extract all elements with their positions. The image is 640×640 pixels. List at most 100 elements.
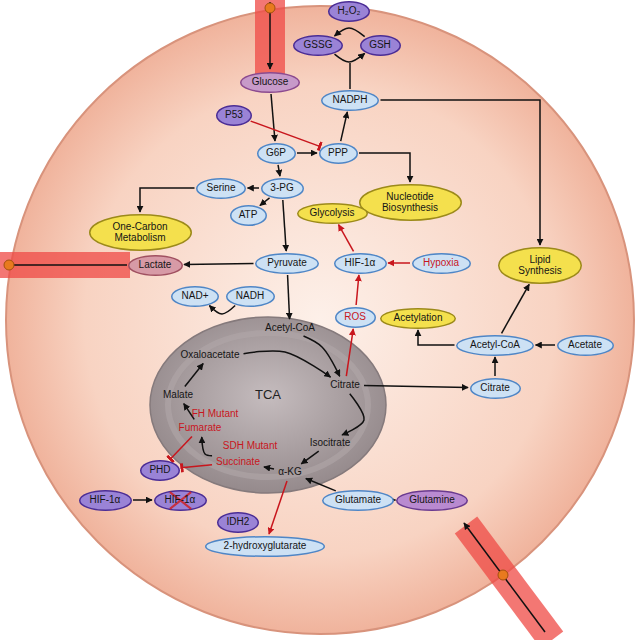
metabolite-oval: HIF-1α [334,253,387,274]
condition-oval: ROS [335,307,376,328]
pathway-arrow [301,451,318,464]
node-text: Acetate [568,339,602,351]
text-block: H₂O₂ [338,5,361,17]
metabolite-label: α-KG [276,465,304,479]
oval-shape [128,255,182,275]
node-text: Fumarate [179,422,222,434]
oval-shape [322,90,379,110]
oval-shape [297,203,367,223]
process-oval: Nucleotide Biosynthesis [359,184,462,221]
lactate-export-line [5,264,127,266]
node-text: G6P [266,147,286,159]
text-block: Acetyl-CoA [265,322,315,334]
pathway-arrow [335,28,365,37]
text-block: Acetate [568,339,602,351]
text-block: Lactate [139,259,172,271]
oval-shape [261,178,303,198]
text-block: Acetylation [394,312,443,324]
metabolite-label: Acetyl-CoA [263,321,318,335]
oval-shape [335,307,375,327]
text-block: G6P [266,147,286,159]
pathway-arrow [184,264,254,265]
node-text: Lipid Synthesis [513,254,568,277]
oval-shape [294,35,343,55]
node-text: Serine [207,182,236,194]
text-block: NAD+ [182,290,209,302]
metabolite-oval: 2-hydroxyglutarate [205,536,325,557]
pathway-arrow [359,153,410,182]
metabolite-oval: NADPH [321,90,379,111]
metabolite-oval: Citrate [470,378,521,399]
process-oval: One-Carbon Metabolism [89,214,192,251]
pathway-arrow [388,262,410,264]
node-text: Acetyl-CoA [470,339,520,351]
oval-shape [218,512,259,532]
text-block: Citrate [330,379,359,391]
node-text: Oxaloacetate [181,349,240,361]
oval-shape [557,335,613,355]
pathway-arrow [288,275,290,319]
node-text: One-Carbon Metabolism [105,221,175,244]
text-block: α-KG [278,466,302,478]
node-text: NADPH [332,94,367,106]
text-block: ATP [239,209,258,221]
node-text: Isocitrate [310,437,351,449]
mitochondrion [150,317,386,493]
node-text: Glycolysis [309,207,354,219]
metabolite-oval: NAD+ [171,286,219,307]
text-block: Glycolysis [309,207,354,219]
text-block: One-Carbon Metabolism [105,221,175,244]
mutant-label: FH Mutant [190,407,241,421]
mutant-label: Succinate [214,455,262,469]
transporter-dot [498,570,508,580]
node-text: Acetyl-CoA [265,322,315,334]
metabolite-oval: G6P [257,143,296,164]
metabolite-oval: PPP [319,143,358,164]
node-text: Glucose [252,76,289,88]
condition-oval: Hypoxia [412,253,471,274]
text-block: HIF-1α [165,494,196,506]
oval-shape [397,490,468,510]
node-text: Malate [163,389,193,401]
transporter-dot [265,3,275,13]
metabolite-oval: ATP [230,205,267,226]
metabolite-label: Oxaloacetate [179,348,242,362]
cell-membrane [6,6,634,634]
pathway-arrow [536,344,556,346]
mutant-label: SDH Mutant [221,439,280,453]
node-text: PPP [328,147,348,159]
text-block: Glutamine [409,494,455,506]
process-oval: Acetylation [380,308,456,329]
text-block: Lipid Synthesis [513,254,568,277]
pathway-arrow [243,351,330,377]
node-text: Hypoxia [423,257,459,269]
inhibition-line [181,465,212,468]
pathway-arrow [341,112,348,141]
node-text: Nucleotide Biosynthesis [375,191,445,214]
node-text: H₂O₂ [338,5,361,17]
oval-shape [230,205,266,225]
text-block: IDH2 [227,516,250,528]
text-block: P53 [225,109,243,121]
pathway-arrow [342,394,364,435]
oval-shape [359,184,461,220]
pathway-arrow [278,165,280,176]
protein-oval: P53 [216,105,252,126]
metabolite-label: Citrate [328,378,362,392]
transport-highlight [255,0,285,74]
node-text: NADH [236,290,264,302]
text-block: Malate [163,389,193,401]
node-text: Glutamate [335,494,381,506]
oval-shape [206,536,325,556]
node-text: TCA [255,388,281,403]
node-text: HIF-1α [165,494,196,506]
glutamine-uptake-line [464,523,545,632]
mitochondrion-inner-membrane [168,333,368,477]
protein-oval: HIF-1α [79,490,132,511]
text-block: Succinate [216,456,260,468]
text-block: Glutamate [335,494,381,506]
oval-shape [319,143,357,163]
text-block: Pyruvate [267,257,306,269]
oval-shape [154,490,206,510]
